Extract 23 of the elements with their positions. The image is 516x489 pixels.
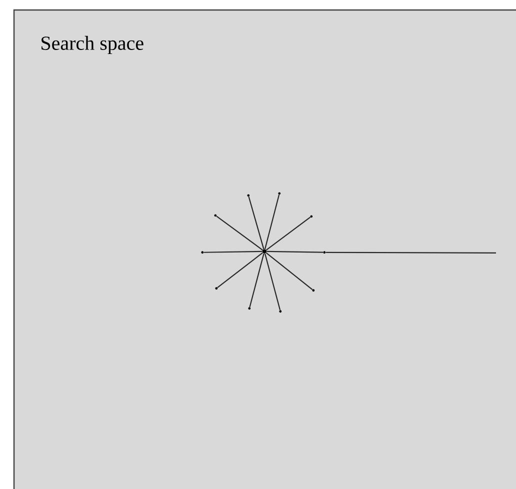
sample-point [323,251,326,254]
ray-line [266,252,313,290]
search-line [326,252,496,254]
ray-line [264,253,281,310]
sample-point [201,251,204,254]
ray-line [249,253,264,308]
sample-point [247,194,250,197]
sample-point [279,310,282,313]
ray-line [248,196,264,250]
ray-line [266,216,311,250]
sample-point [278,192,281,195]
ray-line [217,252,263,288]
center-point [262,249,266,254]
sample-point [214,214,217,217]
ray-line [266,250,324,253]
sample-point [248,307,251,310]
sample-point [215,287,218,290]
ray-line [216,216,263,250]
ray-line [204,250,262,253]
sample-point [312,289,315,292]
sample-point [310,215,313,218]
ray-line [264,194,280,250]
search-space-box: Search space [13,9,516,489]
